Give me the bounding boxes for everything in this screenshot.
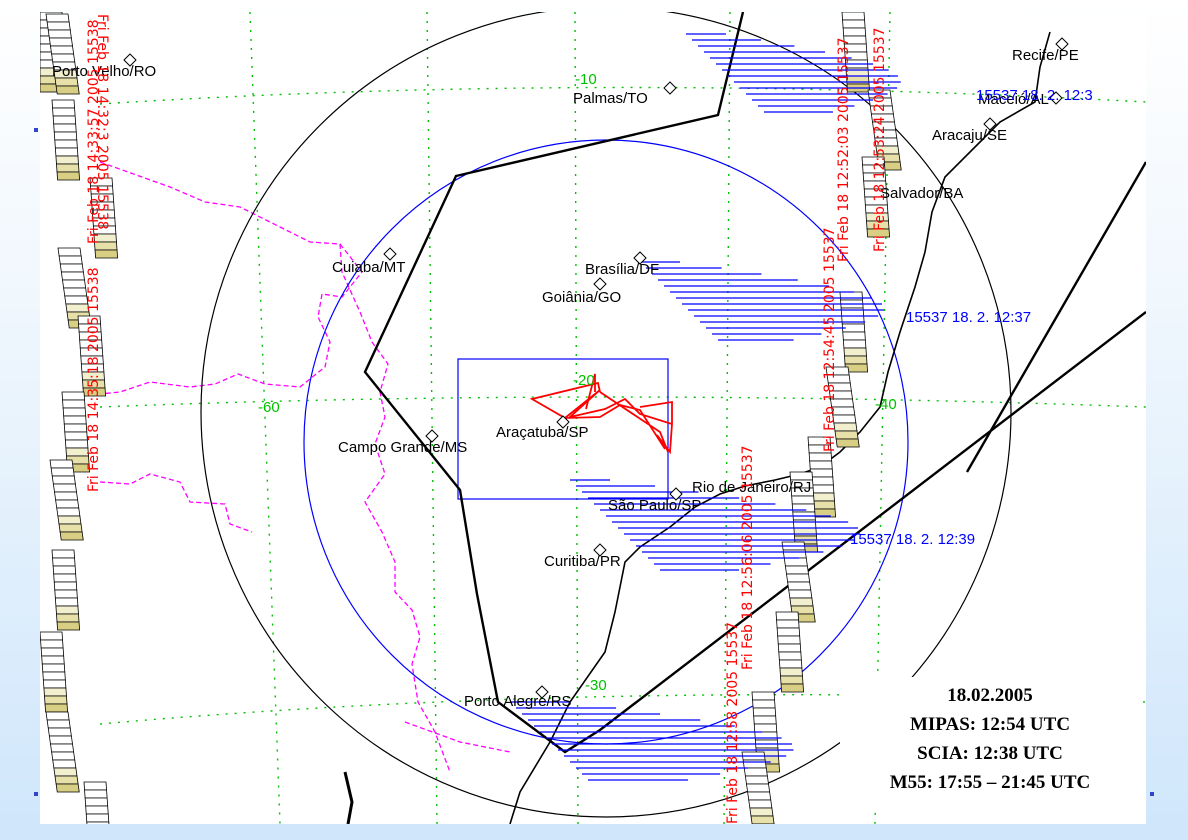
- swath-column: [775, 611, 805, 693]
- swath-column: [861, 156, 891, 238]
- city-label-campo-grande: Campo Grande/MS: [338, 439, 467, 456]
- swath-column: [77, 315, 107, 397]
- orbit-label-3: 15537 18. 2. 12:39: [850, 531, 975, 548]
- city-label-brasilia: Brasília/DF: [585, 261, 659, 278]
- orbit-line-northeast: [965, 161, 1146, 473]
- region-boundary: [363, 12, 1146, 754]
- track-label-15537-a: Fri Feb 18 12:52:03 2005 15537: [836, 37, 852, 262]
- info-scia: SCIA: 12:38 UTC: [917, 743, 1063, 764]
- info-date: 18.02.2005: [947, 685, 1033, 706]
- swath-column: [49, 459, 84, 541]
- track-label-15538-a: Fri Feb 18 14:32:3 2005 15538: [94, 14, 110, 230]
- grid-label-lat-20: -20: [573, 372, 595, 389]
- flight-area-box: [457, 358, 669, 500]
- grid-label-lat-10: -10: [575, 71, 597, 88]
- track-label-15537-b: Fri Feb 18 12:53:24 2005 15537: [872, 27, 888, 252]
- swath-column: [83, 781, 110, 824]
- swath-column: [867, 89, 902, 171]
- track-label-15537-d: Fri Feb 18 12:56:06 2005 15537: [740, 445, 756, 670]
- track-label-15537-e: Fri Feb 18 12:58 2005 15537: [725, 622, 741, 824]
- grid-label-lon-40: -40: [875, 396, 897, 413]
- city-label-palmas: Palmas/TO: [573, 90, 648, 107]
- swath-column: [45, 711, 80, 793]
- map-canvas: -10 -20 -30 -40 -60 Porto Velho/RO Recif…: [40, 12, 1146, 824]
- city-label-porto-velho: Porto Velho/RO: [52, 63, 156, 80]
- coastline-small: [343, 771, 354, 824]
- edge-tick-left-bottom: [34, 792, 38, 796]
- city-label-aracatuba: Araçatuba/SP: [496, 424, 589, 441]
- outer-range-circle: [200, 12, 1012, 818]
- swath-column: [51, 99, 81, 181]
- flight-track: [529, 373, 673, 455]
- city-label-salvador: Salvador/BA: [880, 185, 963, 202]
- swath-columns: [40, 12, 902, 824]
- city-label-goiania: Goiânia/GO: [542, 289, 621, 306]
- info-mipas: MIPAS: 12:54 UTC: [909, 714, 1071, 735]
- swath-column: [839, 291, 869, 373]
- city-label-cuiaba: Cuiaba/MT: [332, 259, 405, 276]
- track-label-15537-c: Fri Feb 18 12:54:45 2005 15537: [822, 227, 838, 452]
- swath-column: [45, 13, 80, 95]
- city-label-aracaju: Aracaju/SE: [932, 127, 1007, 144]
- info-box: 18.02.2005 MIPAS: 12:54 UTC SCIA: 12:38 …: [840, 677, 1140, 812]
- city-label-sao-paulo: São Paulo/SP: [608, 497, 701, 514]
- map-panel: -10 -20 -30 -40 -60 Porto Velho/RO Recif…: [40, 12, 1146, 824]
- edge-tick-left-top: [34, 128, 38, 132]
- city-label-curitiba: Curitiba/PR: [544, 553, 621, 570]
- city-label-porto-alegre: Porto Alegre/RS: [464, 693, 572, 710]
- info-m55: M55: 17:55 – 21:45 UTC: [889, 772, 1091, 793]
- orbit-label-2: 15537 18. 2. 12:37: [906, 309, 1031, 326]
- swath-column: [40, 631, 69, 713]
- edge-tick-right-bottom: [1150, 792, 1154, 796]
- swath-column: [825, 366, 860, 448]
- city-label-maceio: Maceió/AL: [978, 91, 1049, 108]
- swath-column: [51, 549, 81, 631]
- swath-column: [781, 541, 816, 623]
- orbit-label-1: 15537 18. 2. 12:3: [976, 87, 1093, 104]
- measurement-bars: [510, 33, 901, 781]
- swath-column: [61, 391, 91, 473]
- city-label-recife: Recife/PE: [1012, 47, 1079, 64]
- city-markers: [123, 37, 1069, 699]
- grid-label-lon-60: -60: [258, 399, 280, 416]
- track-label-15538-b: Fri Feb 18 14:33:57 2005 15538: [86, 19, 102, 244]
- grid-label-lat-30: -30: [585, 677, 607, 694]
- track-label-15538-c: Fri Feb 18 14:35:18 2005 15538: [86, 267, 102, 492]
- swath-column: [89, 177, 119, 259]
- city-label-rio-de-janeiro: Rio de Janeiro/RJ: [692, 479, 811, 496]
